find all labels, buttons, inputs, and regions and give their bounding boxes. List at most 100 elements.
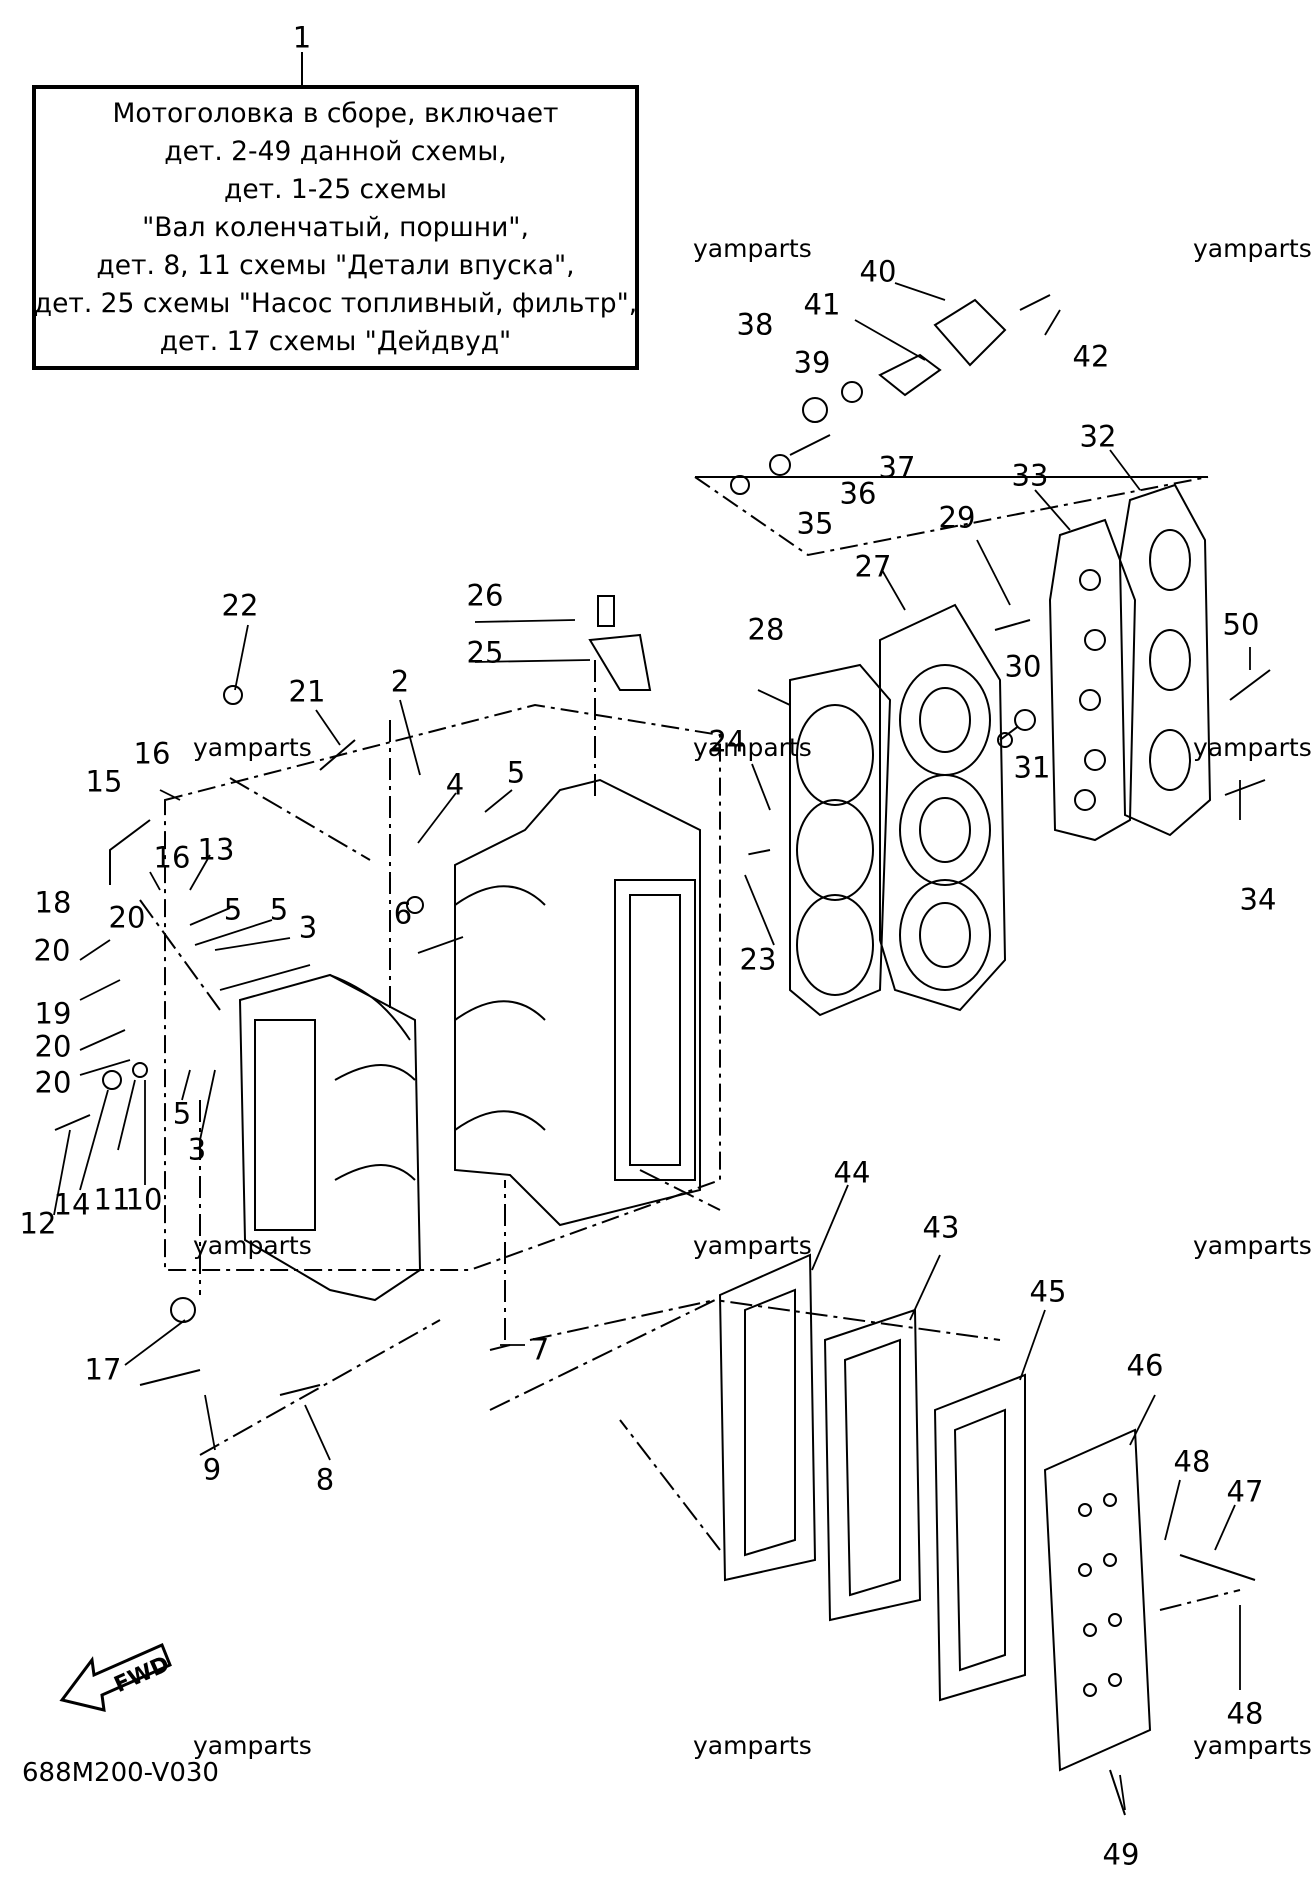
watermark: yamparts xyxy=(693,733,812,762)
thermostat-group-outline xyxy=(694,476,1209,557)
callout-48a: 48 xyxy=(1173,1444,1211,1479)
callout-25: 25 xyxy=(466,635,504,670)
callout-26: 26 xyxy=(466,578,504,613)
callout-47: 47 xyxy=(1226,1474,1264,1509)
exhaust-alignment xyxy=(489,1298,1001,1411)
watermark: yamparts xyxy=(1193,733,1311,762)
callout-38: 38 xyxy=(736,307,774,342)
callout-3a: 3 xyxy=(298,910,318,945)
watermark: yamparts xyxy=(1193,234,1311,263)
callout-46: 46 xyxy=(1126,1348,1164,1383)
bolt-22 xyxy=(223,685,243,705)
callout-43: 43 xyxy=(922,1210,960,1245)
gasket-41 xyxy=(878,353,942,397)
callout-23: 23 xyxy=(739,942,777,977)
callout-44: 44 xyxy=(833,1155,871,1190)
callout-33: 33 xyxy=(1011,458,1049,493)
grommet-38 xyxy=(802,397,828,423)
callout-19: 19 xyxy=(34,996,72,1031)
callout-9: 9 xyxy=(202,1452,222,1487)
assembly-note-box: Мотоголовка в сборе, включает дет. 2-49 … xyxy=(32,85,639,370)
callout-5c: 5 xyxy=(269,892,289,927)
note-line-2: дет. 2-49 данной схемы, xyxy=(164,135,507,167)
bolt-42 xyxy=(1019,294,1051,311)
hose-15 xyxy=(109,819,151,885)
thermostat-cover-40 xyxy=(933,298,1007,367)
alignment-lines xyxy=(139,660,1241,1611)
exhaust-plate-43 xyxy=(823,1308,922,1622)
valve-36 xyxy=(769,454,791,476)
callout-2: 2 xyxy=(390,664,410,699)
callout-37: 37 xyxy=(878,450,916,485)
callout-28: 28 xyxy=(747,612,785,647)
watermark: yamparts xyxy=(693,1231,812,1260)
callout-22: 22 xyxy=(221,588,259,623)
exhaust-gasket-44 xyxy=(718,1253,817,1582)
callout-18: 18 xyxy=(34,885,72,920)
callout-45: 45 xyxy=(1029,1274,1067,1309)
callout-29: 29 xyxy=(938,500,976,535)
callout-8: 8 xyxy=(315,1462,335,1497)
callout-leaders xyxy=(53,282,1251,1811)
callout-20c: 20 xyxy=(34,1029,72,1064)
bolt-8 xyxy=(279,1384,321,1396)
callout-11: 11 xyxy=(93,1182,131,1217)
callout-40: 40 xyxy=(859,254,897,289)
callout-14: 14 xyxy=(53,1187,91,1222)
plug-6 xyxy=(406,896,424,914)
watermark: yamparts xyxy=(693,234,812,263)
watermark: yamparts xyxy=(1193,1731,1311,1760)
exhaust-gasket-45 xyxy=(933,1373,1026,1702)
callout-3b: 3 xyxy=(187,1132,207,1167)
callout-5d: 5 xyxy=(172,1096,192,1131)
callout-41: 41 xyxy=(803,287,841,322)
callout-39: 39 xyxy=(793,345,831,380)
callout-42: 42 xyxy=(1072,339,1110,374)
callout-32: 32 xyxy=(1079,419,1117,454)
block-outline xyxy=(164,703,721,1271)
bolt-30 xyxy=(1014,709,1036,731)
bolt-29 xyxy=(994,619,1031,631)
callout-5a: 5 xyxy=(506,755,526,790)
watermark: yamparts xyxy=(193,1231,312,1260)
callout-21: 21 xyxy=(288,674,326,709)
callout-6: 6 xyxy=(393,896,413,931)
callout-17: 17 xyxy=(84,1352,122,1387)
callout-1: 1 xyxy=(292,20,312,55)
note-line-7: дет. 17 схемы "Дейдвуд" xyxy=(159,325,512,357)
callout-16a: 16 xyxy=(133,736,171,771)
bolt-9 xyxy=(139,1369,201,1386)
watermark: yamparts xyxy=(193,733,312,762)
callout-24: 24 xyxy=(708,724,746,759)
bolt-12 xyxy=(54,1114,91,1131)
head-cover-32 xyxy=(1118,483,1212,837)
crankcase xyxy=(238,973,422,1302)
head-gasket-28 xyxy=(789,663,892,1017)
washer-11 xyxy=(132,1062,148,1078)
exhaust-cover-46 xyxy=(1043,1428,1152,1772)
drawing-code: 688M200-V030 xyxy=(22,1758,219,1788)
watermark: yamparts xyxy=(693,1731,812,1760)
callout-20a: 20 xyxy=(33,933,71,968)
head-cover-gasket-33 xyxy=(1048,518,1137,842)
watermark: yamparts xyxy=(193,1731,312,1760)
callout-20b: 20 xyxy=(108,900,146,935)
fwd-arrow-icon: FWD xyxy=(59,1643,173,1712)
callout-27: 27 xyxy=(854,549,892,584)
ring-31 xyxy=(997,732,1013,748)
callout-35: 35 xyxy=(796,506,834,541)
nut-14 xyxy=(102,1070,122,1090)
note-line-6: дет. 25 схемы "Насос топливный, фильтр", xyxy=(33,287,638,319)
note-line-5: дет. 8, 11 схемы "Детали впуска", xyxy=(96,249,575,281)
callout-20d: 20 xyxy=(34,1065,72,1100)
bolt-26 xyxy=(597,595,615,627)
callout-36: 36 xyxy=(839,476,877,511)
callout-10: 10 xyxy=(125,1182,163,1217)
callout-48b: 48 xyxy=(1226,1696,1264,1731)
bolt-34 xyxy=(1224,779,1266,796)
callout-31: 31 xyxy=(1013,750,1051,785)
callout-15: 15 xyxy=(85,764,123,799)
note-line-4: "Вал коленчатый, поршни", xyxy=(142,211,529,243)
seal-39 xyxy=(841,381,863,403)
